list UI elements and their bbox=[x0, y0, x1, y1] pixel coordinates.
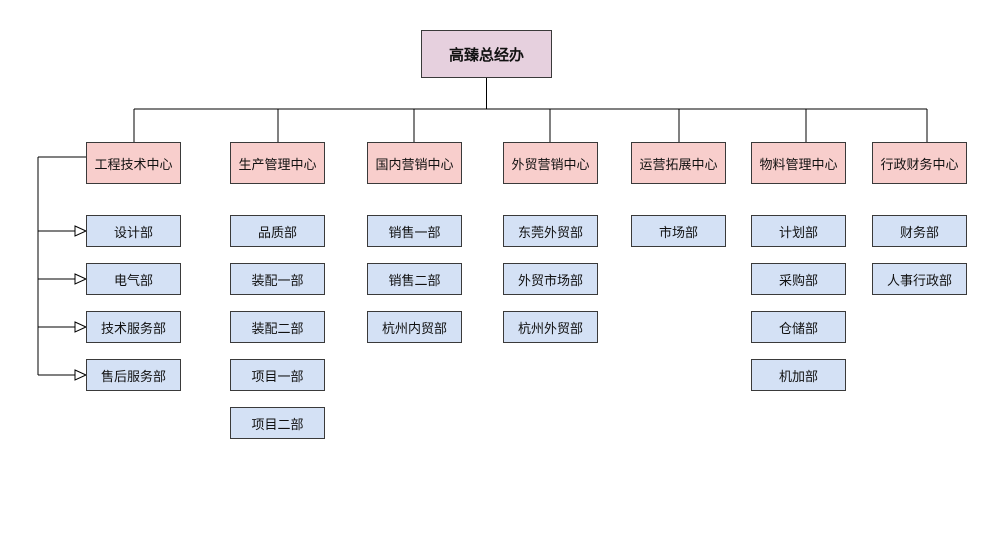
dept-node-tech-service[interactable]: 技术服务部 bbox=[86, 311, 181, 343]
dept-node-purchasing[interactable]: 采购部 bbox=[751, 263, 846, 295]
dept-node-quality[interactable]: 品质部 bbox=[230, 215, 325, 247]
dept-node-design[interactable]: 设计部 bbox=[86, 215, 181, 247]
center-node-production[interactable]: 生产管理中心 bbox=[230, 142, 325, 184]
dept-node-planning[interactable]: 计划部 bbox=[751, 215, 846, 247]
center-node-engineering[interactable]: 工程技术中心 bbox=[86, 142, 181, 184]
dept-node-hangzhou-domestic[interactable]: 杭州内贸部 bbox=[367, 311, 462, 343]
dept-node-machining[interactable]: 机加部 bbox=[751, 359, 846, 391]
dept-node-foreign-market[interactable]: 外贸市场部 bbox=[503, 263, 598, 295]
dept-node-warehouse[interactable]: 仓储部 bbox=[751, 311, 846, 343]
dept-node-hangzhou-foreign[interactable]: 杭州外贸部 bbox=[503, 311, 598, 343]
dept-node-finance[interactable]: 财务部 bbox=[872, 215, 967, 247]
dept-node-market[interactable]: 市场部 bbox=[631, 215, 726, 247]
dept-node-assembly-2[interactable]: 装配二部 bbox=[230, 311, 325, 343]
center-node-domestic-sales[interactable]: 国内营销中心 bbox=[367, 142, 462, 184]
center-node-admin-finance[interactable]: 行政财务中心 bbox=[872, 142, 967, 184]
root-node-general-office[interactable]: 高臻总经办 bbox=[421, 30, 552, 78]
dept-node-electrical[interactable]: 电气部 bbox=[86, 263, 181, 295]
dept-node-project-1[interactable]: 项目一部 bbox=[230, 359, 325, 391]
center-node-foreign-sales[interactable]: 外贸营销中心 bbox=[503, 142, 598, 184]
dept-node-hr-admin[interactable]: 人事行政部 bbox=[872, 263, 967, 295]
dept-node-dongguan-foreign[interactable]: 东莞外贸部 bbox=[503, 215, 598, 247]
dept-node-after-sales[interactable]: 售后服务部 bbox=[86, 359, 181, 391]
connector-eng-arrow-2 bbox=[74, 273, 88, 285]
connector-eng-arrow-3 bbox=[74, 321, 88, 333]
connector-eng-arrow-4 bbox=[74, 369, 88, 381]
dept-node-project-2[interactable]: 项目二部 bbox=[230, 407, 325, 439]
connector-eng-arrow-1 bbox=[74, 225, 88, 237]
center-node-operations[interactable]: 运营拓展中心 bbox=[631, 142, 726, 184]
dept-node-assembly-1[interactable]: 装配一部 bbox=[230, 263, 325, 295]
dept-node-sales-2[interactable]: 销售二部 bbox=[367, 263, 462, 295]
dept-node-sales-1[interactable]: 销售一部 bbox=[367, 215, 462, 247]
center-node-materials[interactable]: 物料管理中心 bbox=[751, 142, 846, 184]
